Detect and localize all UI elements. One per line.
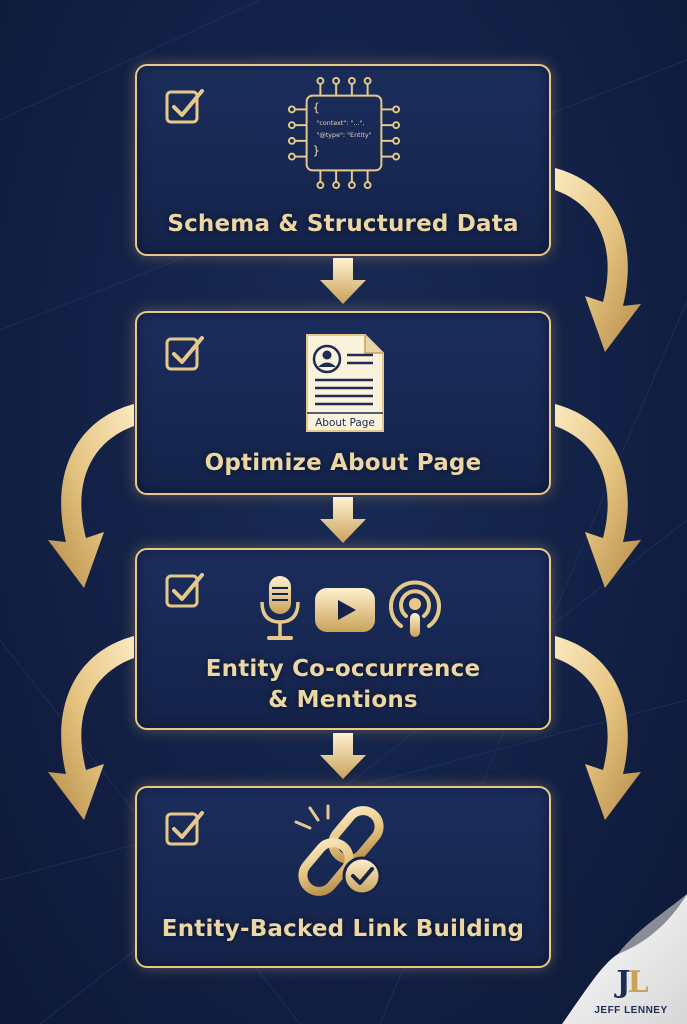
step-title-schema: Schema & Structured Data <box>167 211 519 237</box>
about-page-label: About Page <box>315 417 375 429</box>
curved-arrow-left-2 <box>48 636 134 820</box>
curved-arrow-left-1 <box>48 404 134 588</box>
step-title-link-building: Entity-Backed Link Building <box>161 916 525 942</box>
code-chip-icon: { "context": "...", "@type": "Entity" } <box>287 76 401 190</box>
curved-arrow-right-2 <box>555 404 641 588</box>
microphone-icon <box>260 576 300 640</box>
brand-logo-j: J <box>616 965 630 1000</box>
step-title-line-1: Entity Co-occurrence <box>205 656 481 682</box>
step-title-about-page: Optimize About Page <box>204 450 482 476</box>
down-arrow-1 <box>320 258 366 304</box>
code-line-4: } <box>313 144 321 158</box>
checkbox-checked-icon <box>165 811 204 846</box>
checkbox-checked-icon <box>165 336 204 371</box>
brand-logo-l: L <box>627 965 649 1000</box>
video-play-icon <box>315 588 375 632</box>
code-line-2: "context": "...", <box>316 119 364 127</box>
code-line-3: "@type": "Entity" <box>316 131 371 139</box>
step-title-co-occurrence: Entity Co-occurrence & Mentions <box>137 654 549 716</box>
checkbox-checked-icon <box>165 89 204 124</box>
code-line-1: { <box>313 100 321 114</box>
link-chain-check-icon <box>294 804 384 896</box>
about-page-document-icon: About Page <box>306 334 384 432</box>
checkbox-checked-icon <box>165 573 204 608</box>
step-card-link-building: Entity-Backed Link Building <box>135 786 551 968</box>
curved-arrow-right-1 <box>555 168 641 352</box>
step-title-line-2: & Mentions <box>268 687 418 713</box>
brand-logo: JL <box>601 965 661 1000</box>
down-arrow-3 <box>320 733 366 779</box>
curved-arrow-right-3 <box>555 636 641 820</box>
podcast-icon <box>389 580 441 637</box>
page-curl-corner <box>562 894 687 1024</box>
down-arrow-2 <box>320 497 366 543</box>
step-card-about-page: About Page Optimize About Page <box>135 311 551 495</box>
step-card-schema: { "context": "...", "@type": "Entity" } … <box>135 64 551 256</box>
step-card-co-occurrence: Entity Co-occurrence & Mentions <box>135 548 551 730</box>
brand-name: JEFF LENNEY <box>594 1005 668 1016</box>
